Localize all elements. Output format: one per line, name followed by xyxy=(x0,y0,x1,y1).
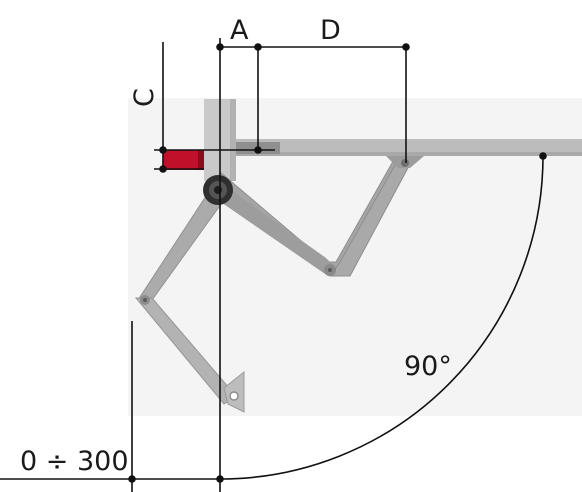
bracket-pin xyxy=(401,159,409,167)
label-d: D xyxy=(320,15,341,46)
dim-dot-range-left xyxy=(128,475,136,483)
dim-dot-c-bottom xyxy=(159,165,167,173)
label-angle: 90° xyxy=(404,351,452,382)
label-a: A xyxy=(230,15,249,46)
red-bracket-cap xyxy=(198,150,204,170)
lower-elbow-pin-center xyxy=(143,298,147,302)
dim-dot-c-top xyxy=(159,146,167,154)
arc-dot-beam xyxy=(539,152,547,160)
angle-arc xyxy=(219,155,544,480)
dim-dot-range-right xyxy=(216,475,224,483)
post-edge xyxy=(230,99,236,181)
upper-arm-thick xyxy=(212,178,342,276)
dim-dot-a-left xyxy=(216,43,224,51)
gate-beam xyxy=(236,139,582,156)
elbow-pin-center xyxy=(328,268,332,272)
gate-beam-shadow xyxy=(236,152,582,156)
label-range: 0 ÷ 300 xyxy=(20,446,129,477)
label-c: C xyxy=(129,88,160,107)
red-bracket xyxy=(163,150,203,170)
wall-bracket-pin xyxy=(229,391,239,401)
